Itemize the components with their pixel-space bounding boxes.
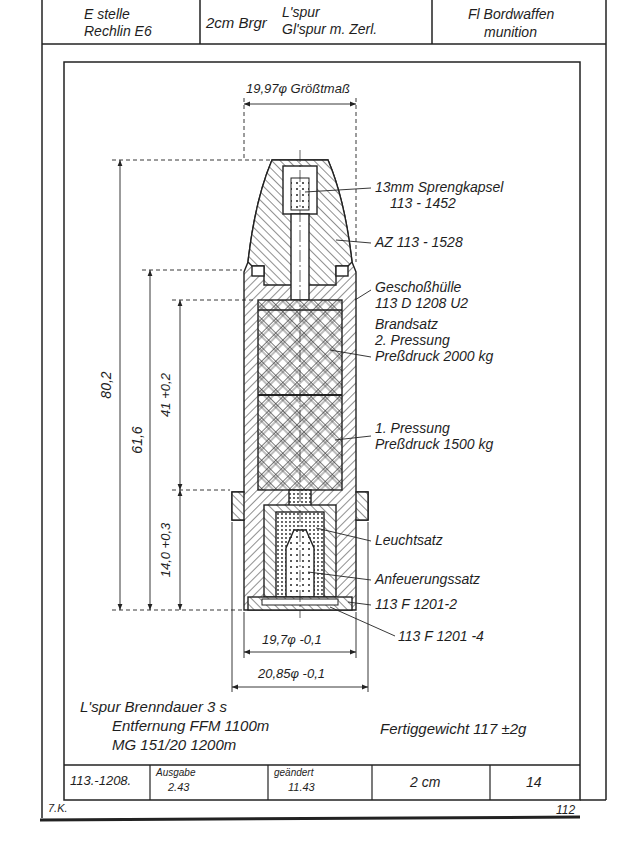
part-number: 113 F 1201-2 (375, 596, 457, 612)
part-label: Anfeuerungssatz (375, 571, 480, 587)
dimension-label: 80,2 (98, 369, 114, 400)
header-cell-text: E stelle (84, 6, 130, 22)
header-cell-text: Gl'spur m. Zerl. (282, 21, 377, 37)
page-number: 112 (556, 804, 575, 818)
part-number: 113 D 1208 U2 (375, 295, 468, 311)
title-block-cell: 14 (526, 774, 542, 790)
part-note: Preßdruck 1500 kg (375, 436, 493, 452)
header-cell-text: Rechlin E6 (84, 23, 152, 39)
dimension-label: 20,85φ -0,1 (258, 667, 325, 682)
note-text: L'spur Brenndauer 3 s (80, 698, 227, 715)
dimension-label: 19,97φ Größtmaß (246, 82, 350, 97)
note-text: MG 151/20 1200m (112, 736, 236, 753)
part-label: AZ 113 - 1528 (375, 234, 463, 250)
part-label: Leuchtsatz (375, 532, 443, 548)
part-label: Brandsatz (375, 316, 438, 332)
title-block-cell: 2.43 (168, 781, 189, 794)
dimension-label: 14,0 +0,3 (159, 521, 174, 580)
header-cell-text: Fl Bordwaffen (468, 6, 554, 22)
part-note: 2. Pressung (375, 332, 450, 348)
part-note: Preßdruck 2000 kg (375, 348, 493, 364)
note-text: Entfernung FFM 1100m (112, 717, 269, 734)
header-cell-text: 2cm Brgr (206, 14, 267, 31)
header-cell-text: munition (484, 24, 537, 40)
dimension-label: 41 +0,2 (159, 371, 174, 419)
note-text: Fertiggewicht 117 ±2g (380, 720, 526, 737)
title-block-cell: 2 cm (410, 774, 440, 790)
title-block-cell: 113.-1208. (70, 774, 131, 789)
part-note: 1. Pressung (375, 420, 450, 436)
title-block-cell: geändert (274, 767, 313, 779)
dimension-label: 61,6 (129, 424, 145, 455)
title-block-cell: Ausgabe (156, 767, 195, 779)
part-number: 113 F 1201 -4 (398, 628, 484, 644)
title-block-cell: 11.43 (288, 781, 315, 794)
dimension-label: 19,7φ -0,1 (262, 633, 322, 648)
part-label: Geschoßhülle (375, 279, 461, 295)
header-cell-text: L'spur (282, 4, 320, 20)
part-number: 113 - 1452 (390, 195, 456, 211)
signature-mark: 7.K. (48, 802, 68, 815)
part-label: 13mm Sprengkapsel (375, 179, 503, 195)
